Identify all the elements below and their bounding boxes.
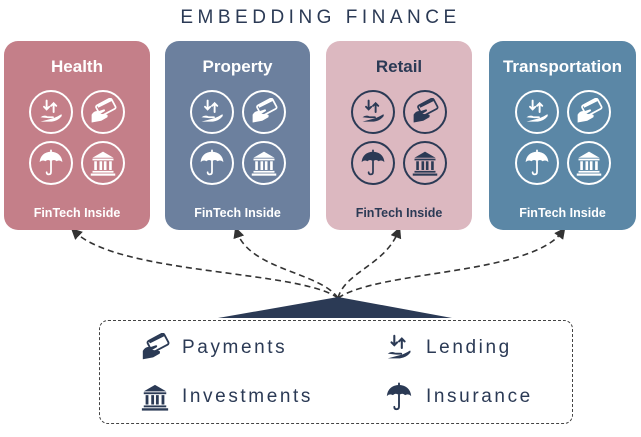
service-label: Investments xyxy=(182,386,314,407)
payments-icon xyxy=(91,98,117,123)
card-footer: FinTech Inside xyxy=(33,206,121,220)
card-title: Transportation xyxy=(502,57,622,76)
service-lending: Lending xyxy=(384,333,512,363)
investments-icon xyxy=(576,151,602,176)
lending-circle xyxy=(351,90,395,134)
hub-triangle xyxy=(218,297,452,318)
card-footer: FinTech Inside xyxy=(355,206,443,220)
card-property: Property FinTech Inside xyxy=(165,41,310,230)
card-title: Retail xyxy=(375,57,423,76)
insurance-circle xyxy=(190,141,234,185)
insurance-circle xyxy=(29,141,73,185)
card-footer: FinTech Inside xyxy=(194,206,281,220)
lending-circle xyxy=(190,90,234,134)
arrow-to-transportation xyxy=(337,227,566,299)
insurance-circle xyxy=(351,141,395,185)
lending-circle xyxy=(515,90,559,134)
lending-circle xyxy=(29,90,73,134)
service-label: Insurance xyxy=(426,386,533,407)
card-footer: FinTech Inside xyxy=(519,206,606,220)
payments-icon xyxy=(413,98,439,123)
insurance-icon xyxy=(525,149,549,176)
insurance-icon xyxy=(361,149,385,176)
investments-circle xyxy=(403,141,447,185)
arrow-to-property xyxy=(233,226,339,299)
payments-circle xyxy=(567,90,611,134)
investments-icon xyxy=(412,151,438,176)
investments-circle xyxy=(567,141,611,185)
insurance-icon xyxy=(386,382,412,411)
card-title: Property xyxy=(202,57,273,76)
lending-icon xyxy=(387,334,411,359)
insurance-circle xyxy=(515,141,559,185)
card-health: Health FinTech Inside xyxy=(4,41,150,230)
payments-circle xyxy=(81,90,125,134)
payments-icon xyxy=(252,98,278,123)
investments-circle xyxy=(242,141,286,185)
lending-icon xyxy=(526,99,548,122)
lending-icon xyxy=(362,99,384,122)
investments-circle xyxy=(81,141,125,185)
payments-icon xyxy=(142,333,170,360)
service-investments: Investments xyxy=(140,382,313,412)
card-transportation: Transportation FinTech Inside xyxy=(489,41,636,230)
lending-icon xyxy=(40,99,62,122)
insurance-icon xyxy=(39,149,63,176)
investments-icon xyxy=(90,151,116,176)
arrow-to-health xyxy=(70,228,339,299)
page-title: EMBEDDING FINANCE xyxy=(180,7,461,28)
arrow-to-retail xyxy=(337,226,402,299)
card-title: Health xyxy=(51,57,103,76)
service-insurance: Insurance xyxy=(384,382,533,412)
payments-circle xyxy=(403,90,447,134)
lending-icon xyxy=(201,99,223,122)
payments-circle xyxy=(242,90,286,134)
investments-icon xyxy=(141,384,169,411)
card-retail: Retail FinTech Inside xyxy=(326,41,472,230)
investments-icon xyxy=(251,151,277,176)
payments-icon xyxy=(577,98,603,123)
service-label: Payments xyxy=(182,337,288,358)
service-label: Lending xyxy=(426,337,512,358)
services-box: Payments Lending Investments Insurance xyxy=(99,320,573,424)
service-payments: Payments xyxy=(140,333,287,363)
insurance-icon xyxy=(200,149,224,176)
